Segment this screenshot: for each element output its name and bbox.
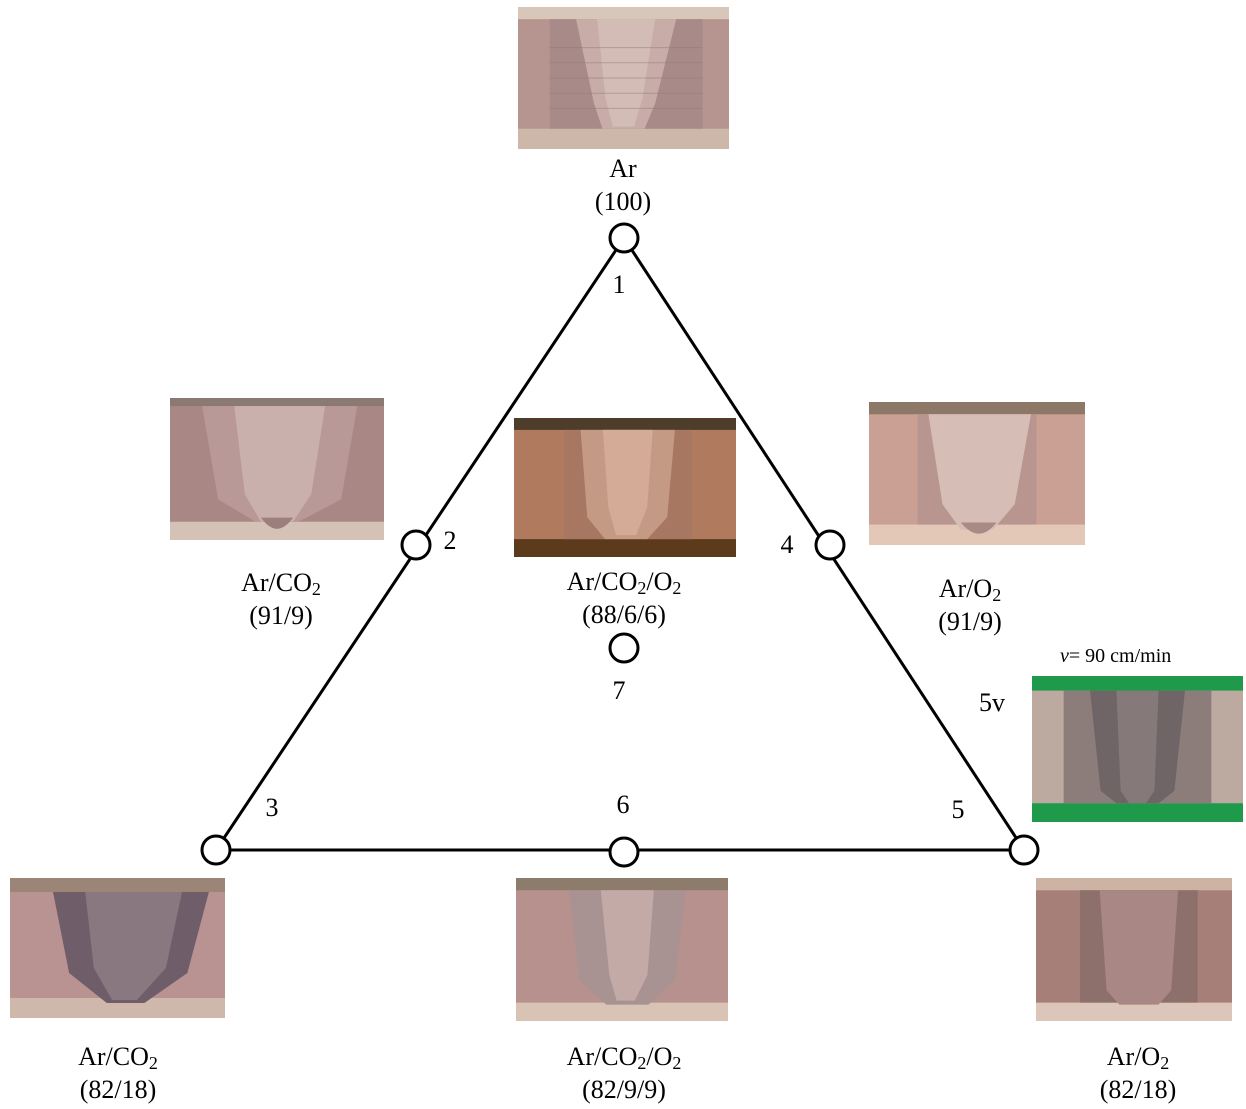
gas-ratio: (91/9) [249, 601, 313, 630]
speed-variable: v [1060, 645, 1069, 667]
speed-value: = 90 cm/min [1068, 645, 1172, 667]
point-5-number: 5 [951, 795, 965, 824]
gas-ratio: (82/18) [79, 1075, 157, 1104]
weld-photo-point-5v [1032, 676, 1243, 822]
gas-ratio: (91/9) [938, 607, 1002, 636]
label-point-3: Ar/CO2 (82/18) [78, 1040, 158, 1106]
point-4-number: 4 [780, 530, 794, 559]
point-7-marker[interactable] [608, 632, 640, 664]
point-4-marker[interactable] [814, 529, 846, 561]
gas-ratio: (82/18) [1099, 1075, 1177, 1104]
weld-photo-point-2 [170, 398, 384, 540]
speed-note: v= 90 cm/min [1060, 644, 1171, 668]
weld-photo-point-6 [516, 878, 728, 1021]
label-point-1: Ar (100) [595, 152, 651, 218]
point-2-number: 2 [443, 526, 457, 555]
weld-photo-point-5 [1036, 878, 1232, 1021]
label-point-4: Ar/O2 (91/9) [938, 572, 1002, 638]
point-6-number: 6 [616, 790, 630, 819]
point-6-marker[interactable] [608, 836, 640, 868]
weld-photo-point-1 [518, 7, 729, 149]
gas-name: Ar/CO2 [78, 1042, 158, 1073]
gas-name: Ar/CO2 [241, 568, 321, 599]
point-3-number: 3 [265, 793, 279, 822]
gas-ratio: (88/6/6) [582, 600, 666, 629]
weld-photo-point-3 [10, 878, 225, 1018]
gas-name: Ar [609, 154, 637, 183]
label-point-7: Ar/CO2/O2 (88/6/6) [567, 565, 682, 631]
gas-name: Ar/O2 [1106, 1042, 1170, 1073]
label-point-6: Ar/CO2/O2 (82/9/9) [567, 1040, 682, 1106]
weld-photo-point-4 [869, 402, 1085, 545]
gas-name: Ar/CO2/O2 [566, 567, 682, 598]
point-2-marker[interactable] [400, 529, 432, 561]
gas-ratio: (100) [594, 187, 652, 216]
weld-photo-point-7 [514, 418, 736, 557]
label-point-5: Ar/O2 (82/18) [1100, 1040, 1177, 1106]
point-5-marker[interactable] [1008, 834, 1040, 866]
point-5v-number: 5v [979, 688, 1005, 717]
gas-name: Ar/CO2/O2 [566, 1042, 682, 1073]
point-7-number: 7 [612, 676, 626, 705]
point-3-marker[interactable] [200, 834, 232, 866]
label-point-2: Ar/CO2 (91/9) [241, 566, 321, 632]
point-1-marker[interactable] [608, 222, 640, 254]
gas-name: Ar/O2 [938, 574, 1002, 605]
point-1-number: 1 [612, 270, 626, 299]
gas-ratio: (82/9/9) [582, 1075, 666, 1104]
